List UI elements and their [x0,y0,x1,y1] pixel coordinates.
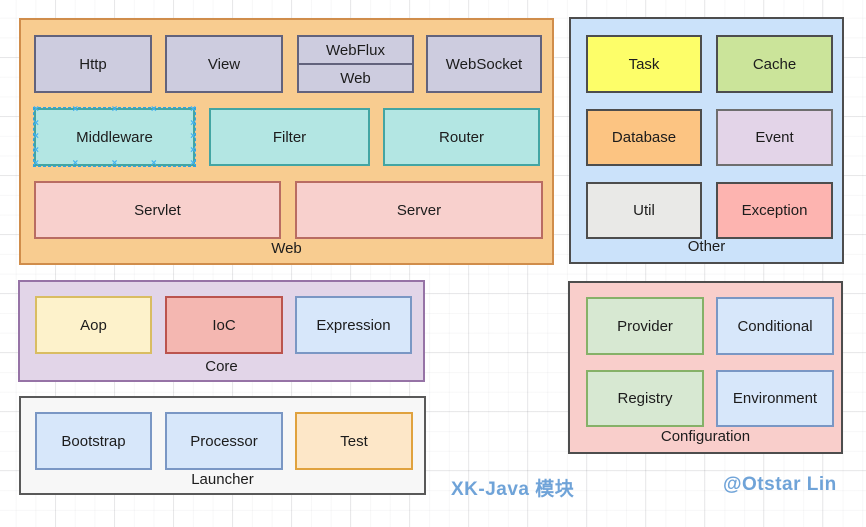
module-box-database[interactable]: Database [586,109,702,166]
module-box-webflux[interactable]: WebFlux [299,37,412,65]
module-label: Processor [190,432,258,450]
connection-point-icon[interactable]: × [72,158,79,169]
module-label: WebSocket [445,55,523,73]
connection-point-icon[interactable]: × [190,131,196,142]
group-core[interactable]: Aop IoC Expression Core [18,280,425,382]
group-launcher[interactable]: Bootstrap Processor Test Launcher [19,396,426,495]
connection-point-icon[interactable]: × [33,131,39,142]
module-label: Aop [80,316,107,334]
module-box-view[interactable]: View [165,35,283,93]
module-box-middleware-selected[interactable]: Middleware × × × × × × × × × × × × × × ×… [33,104,196,169]
group-label-other: Other [687,238,726,255]
connection-point-icon[interactable]: × [72,104,79,115]
module-label: Test [340,432,368,450]
group-other[interactable]: Task Cache Database Event Util Exception… [569,17,844,264]
module-label: Expression [316,316,391,334]
module-label: Router [438,128,485,146]
module-box-provider[interactable]: Provider [586,297,704,355]
module-label: Environment [732,390,818,407]
module-box-router[interactable]: Router [383,108,540,166]
module-label: IoC [212,316,236,334]
module-box-expression[interactable]: Expression [295,296,412,354]
module-box-aop[interactable]: Aop [35,296,152,354]
connection-point-icon[interactable]: × [190,117,196,129]
module-label: Database [611,129,677,146]
module-box-processor[interactable]: Processor [165,412,283,470]
module-label: Server [396,201,442,219]
module-label: Bootstrap [61,432,126,450]
module-label: Exception [741,202,808,219]
connection-point-icon[interactable]: × [190,158,196,169]
module-label: Provider [617,317,673,335]
connection-point-icon[interactable]: × [150,158,157,169]
connection-point-icon[interactable]: × [150,104,157,115]
module-box-filter[interactable]: Filter [209,108,370,166]
module-box-test[interactable]: Test [295,412,413,470]
module-label: Web [340,69,371,87]
module-label: Registry [617,390,673,407]
connection-point-icon[interactable]: × [190,104,196,115]
connection-point-icon[interactable]: × [33,144,39,156]
connection-point-icon[interactable]: × [111,104,118,115]
module-label: Filter [272,128,307,146]
module-label: Util [633,202,655,219]
group-label-core: Core [205,358,238,375]
connection-point-icon[interactable]: × [190,144,196,156]
connection-point-icon[interactable]: × [33,104,39,115]
group-web[interactable]: Http View WebFlux Web WebSocket Middlewa… [19,18,554,265]
module-box-registry[interactable]: Registry [586,370,704,427]
module-box-websocket[interactable]: WebSocket [426,35,542,93]
module-label: Task [628,55,660,73]
module-box-bootstrap[interactable]: Bootstrap [35,412,152,470]
module-box-util[interactable]: Util [586,182,702,239]
module-label: Middleware [76,128,153,146]
group-label-configuration: Configuration [660,428,751,445]
module-box-web-inner[interactable]: Web [299,65,412,91]
module-label: Event [755,129,794,146]
module-box-conditional[interactable]: Conditional [716,297,834,355]
module-box-task[interactable]: Task [586,35,702,93]
module-box-environment[interactable]: Environment [716,370,834,427]
diagram-author[interactable]: @Otstar Lin [723,474,837,495]
connection-point-icon[interactable]: × [111,158,118,169]
module-box-server[interactable]: Server [295,181,543,239]
module-box-servlet[interactable]: Servlet [34,181,281,239]
module-box-event[interactable]: Event [716,109,833,166]
module-box-ioc[interactable]: IoC [165,296,283,354]
connection-point-icon[interactable]: × [33,158,39,169]
module-box-http[interactable]: Http [34,35,152,93]
diagram-title[interactable]: XK-Java 模块 [451,479,575,500]
module-label: WebFlux [326,41,385,59]
group-label-launcher: Launcher [191,471,254,488]
connection-point-icon[interactable]: × [33,117,39,129]
module-label: Http [79,55,107,73]
module-label: Conditional [737,317,813,335]
group-label-web: Web [271,240,302,257]
module-box-webflux-web[interactable]: WebFlux Web [297,35,414,93]
module-box-exception[interactable]: Exception [716,182,833,239]
module-label: View [207,55,241,73]
module-label: Servlet [134,201,181,219]
module-label: Cache [752,55,797,73]
group-configuration[interactable]: Provider Conditional Registry Environmen… [568,281,843,454]
module-box-cache[interactable]: Cache [716,35,833,93]
